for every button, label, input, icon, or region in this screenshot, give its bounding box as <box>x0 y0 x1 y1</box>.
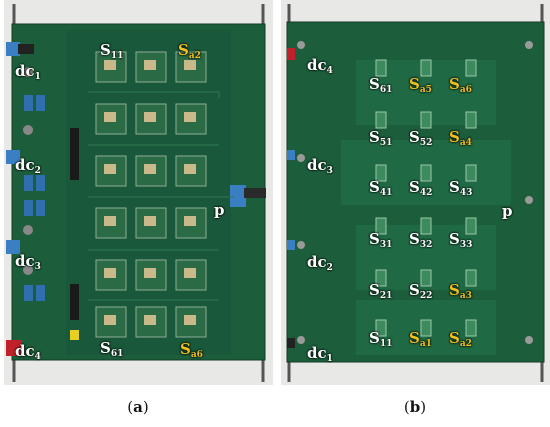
label-b-sa4: Sa4 <box>449 128 472 149</box>
label-b-s22: S22 <box>409 281 433 302</box>
label-a-p: p <box>214 201 225 219</box>
label-b-p: p <box>502 202 513 220</box>
label-b-s43: S43 <box>449 178 473 199</box>
caption-b-letter: b <box>409 398 421 416</box>
label-b-dc2: dc2 <box>307 253 333 274</box>
label-b-dc4: dc4 <box>307 56 333 77</box>
label-a-dc1: dc1 <box>15 62 41 83</box>
label-b-s33: S33 <box>449 230 473 251</box>
label-b-dc3: dc3 <box>307 156 333 177</box>
label-b-sa1: Sa1 <box>409 329 432 350</box>
label-a-dc4: dc4 <box>15 342 41 363</box>
label-b-s52: S52 <box>409 128 433 149</box>
label-b-sa3: Sa3 <box>449 281 472 302</box>
label-b-s31: S31 <box>369 230 393 251</box>
label-b-s11: S11 <box>369 329 393 350</box>
photo-panel-b <box>281 0 550 385</box>
label-a-sa2: Sa2 <box>178 41 201 62</box>
label-a-s11: S11 <box>100 41 124 62</box>
label-b-dc1: dc1 <box>307 344 333 365</box>
label-b-sa6: Sa6 <box>449 75 472 96</box>
label-b-s41: S41 <box>369 178 393 199</box>
label-a-sa6: Sa6 <box>180 340 203 361</box>
board-b-illustration <box>281 0 550 385</box>
label-b-s42: S42 <box>409 178 433 199</box>
label-b-s51: S51 <box>369 128 393 149</box>
board-a-illustration <box>4 0 273 385</box>
caption-a: (a) <box>127 398 149 416</box>
label-b-s32: S32 <box>409 230 433 251</box>
caption-a-letter: a <box>133 398 143 416</box>
label-b-s21: S21 <box>369 281 393 302</box>
label-a-dc2: dc2 <box>15 156 41 177</box>
label-a-s61: S61 <box>100 339 124 360</box>
photo-panel-a <box>4 0 273 385</box>
label-b-sa2: Sa2 <box>449 329 472 350</box>
label-b-s61: S61 <box>369 75 393 96</box>
caption-b: (b) <box>403 398 427 416</box>
label-a-dc3: dc3 <box>15 252 41 273</box>
label-b-sa5: Sa5 <box>409 75 432 96</box>
